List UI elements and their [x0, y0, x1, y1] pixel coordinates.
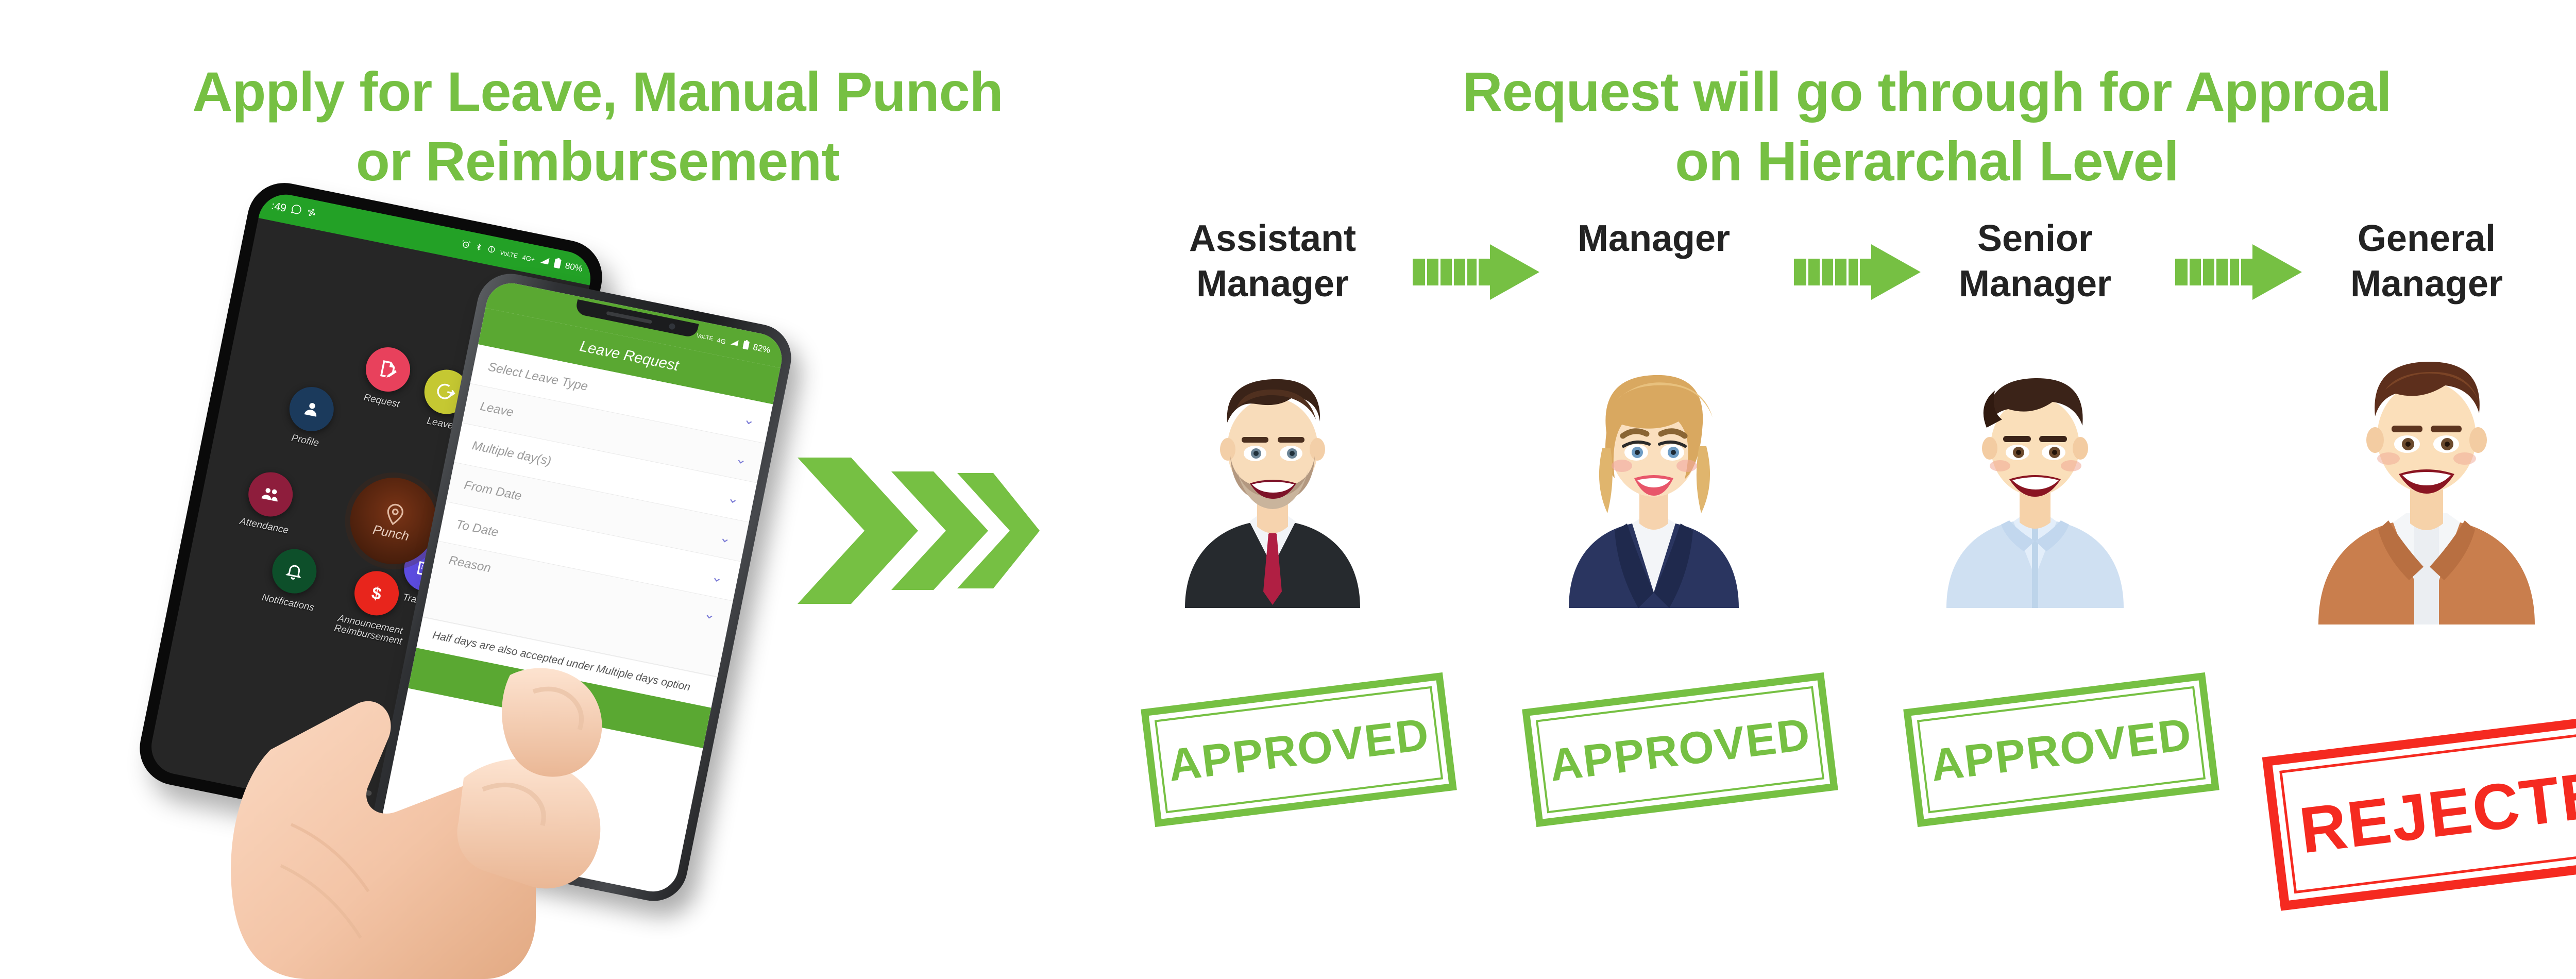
left-section-heading: Apply for Leave, Manual Punch or Reimbur…	[192, 60, 1003, 192]
bearded-man-black-suit-avatar	[1185, 379, 1360, 608]
location-pin-icon: Punch	[342, 469, 445, 572]
user-icon	[285, 383, 338, 435]
flow-step-label-assistant-manager: Assistant Manager	[1189, 218, 1357, 305]
volte-label: VoLTE	[696, 332, 714, 342]
app-item-notifications[interactable]: Notifications	[249, 542, 336, 617]
form-row-label: Multiple day(s)	[471, 438, 553, 468]
battery-icon	[742, 339, 750, 352]
alarm-icon	[460, 239, 471, 252]
form-row-label: Reason	[447, 553, 493, 576]
svg-text:$: $	[370, 584, 383, 604]
front-camera	[668, 323, 676, 330]
form-row-label: Leave	[479, 399, 515, 419]
people-icon	[244, 468, 297, 521]
punch-button[interactable]: Punch	[342, 469, 445, 572]
flow-step-label-general-manager: General Manager	[2350, 218, 2503, 305]
chevron-down-icon[interactable]: ⌄	[718, 529, 733, 547]
phone-secondary: VoLTE 4G 82% Leave Request Sele	[367, 267, 798, 907]
phone-secondary-status-bar: VoLTE 4G 82%	[485, 278, 787, 368]
whatsapp-icon	[289, 202, 303, 219]
battery-percent: 82%	[752, 342, 771, 356]
app-item-attendance[interactable]: Attendance	[225, 465, 313, 539]
status-badge-approved-senior-manager: APPROVED	[1903, 672, 2219, 828]
fan-icon	[305, 207, 318, 222]
flow-step-label-manager: Manager	[1577, 218, 1731, 259]
right-section-heading: Request will go through for Approal on H…	[1462, 60, 2392, 192]
phone-secondary-screen: VoLTE 4G 82% Leave Request Sele	[378, 278, 787, 897]
chevron-down-icon[interactable]: ⌄	[703, 605, 717, 623]
form-row-label: To Date	[454, 517, 500, 539]
app-item-request[interactable]: Request	[343, 340, 430, 415]
approval-flow: Assistant Manager Manager Senior Manager…	[1123, 216, 2576, 938]
app-item-leave[interactable]: Leave	[401, 362, 488, 437]
flow-step-label-senior-manager: Senior Manager	[1958, 218, 2112, 305]
signal-icon	[538, 255, 551, 268]
triple-chevron-right-icon	[798, 458, 1040, 604]
document-edit-icon	[362, 343, 414, 396]
network-label: 4G	[716, 336, 727, 346]
bell-icon	[268, 545, 321, 598]
app-label: Attendance	[239, 515, 290, 536]
bluetooth-icon	[473, 242, 483, 255]
status-badge-rejected-general-manager: REJECTED	[2262, 707, 2576, 911]
form-row-label: From Date	[463, 478, 523, 503]
phone-illustration: :49	[133, 176, 798, 979]
dollar-icon: $	[350, 567, 403, 620]
leave-request-form: Select Leave Type ⌄ Leave ⌄ Multiple day…	[422, 344, 773, 677]
status-badge-approved-manager: APPROVED	[1522, 672, 1838, 828]
striped-arrow-right-icon	[1413, 244, 1539, 300]
chevron-down-icon[interactable]: ⌄	[734, 450, 749, 468]
network-label: 4G+	[521, 253, 536, 263]
app-item-reimbursement[interactable]: $ Announcement Reimbursement	[329, 564, 419, 648]
striped-arrow-right-icon	[2175, 244, 2302, 300]
form-row-label: Select Leave Type	[487, 359, 589, 394]
battery-icon	[553, 257, 562, 271]
app-item-profile[interactable]: Profile	[266, 380, 354, 454]
chevron-down-icon[interactable]: ⌄	[726, 490, 741, 507]
phone-primary-status-bar: :49	[258, 190, 596, 285]
signal-icon	[729, 337, 740, 349]
blonde-woman-navy-blazer-avatar	[1569, 375, 1739, 608]
man-tan-blazer-avatar	[2318, 361, 2535, 624]
exit-icon	[420, 365, 473, 418]
earpiece-speaker	[606, 311, 653, 324]
striped-arrow-right-icon	[1794, 244, 1921, 300]
status-time: :49	[270, 199, 287, 215]
young-man-blue-shirt-avatar	[1946, 378, 2124, 608]
app-label: Profile	[290, 432, 320, 449]
battery-percent: 80%	[564, 260, 584, 274]
status-badge-approved-assistant-manager: APPROVED	[1141, 672, 1457, 828]
app-label: Notifications	[261, 592, 315, 614]
chevron-down-icon[interactable]: ⌄	[710, 568, 725, 586]
chevron-down-icon[interactable]: ⌄	[742, 411, 757, 429]
vibrate-icon	[486, 244, 497, 257]
volte-label: VoLTE	[499, 248, 519, 260]
